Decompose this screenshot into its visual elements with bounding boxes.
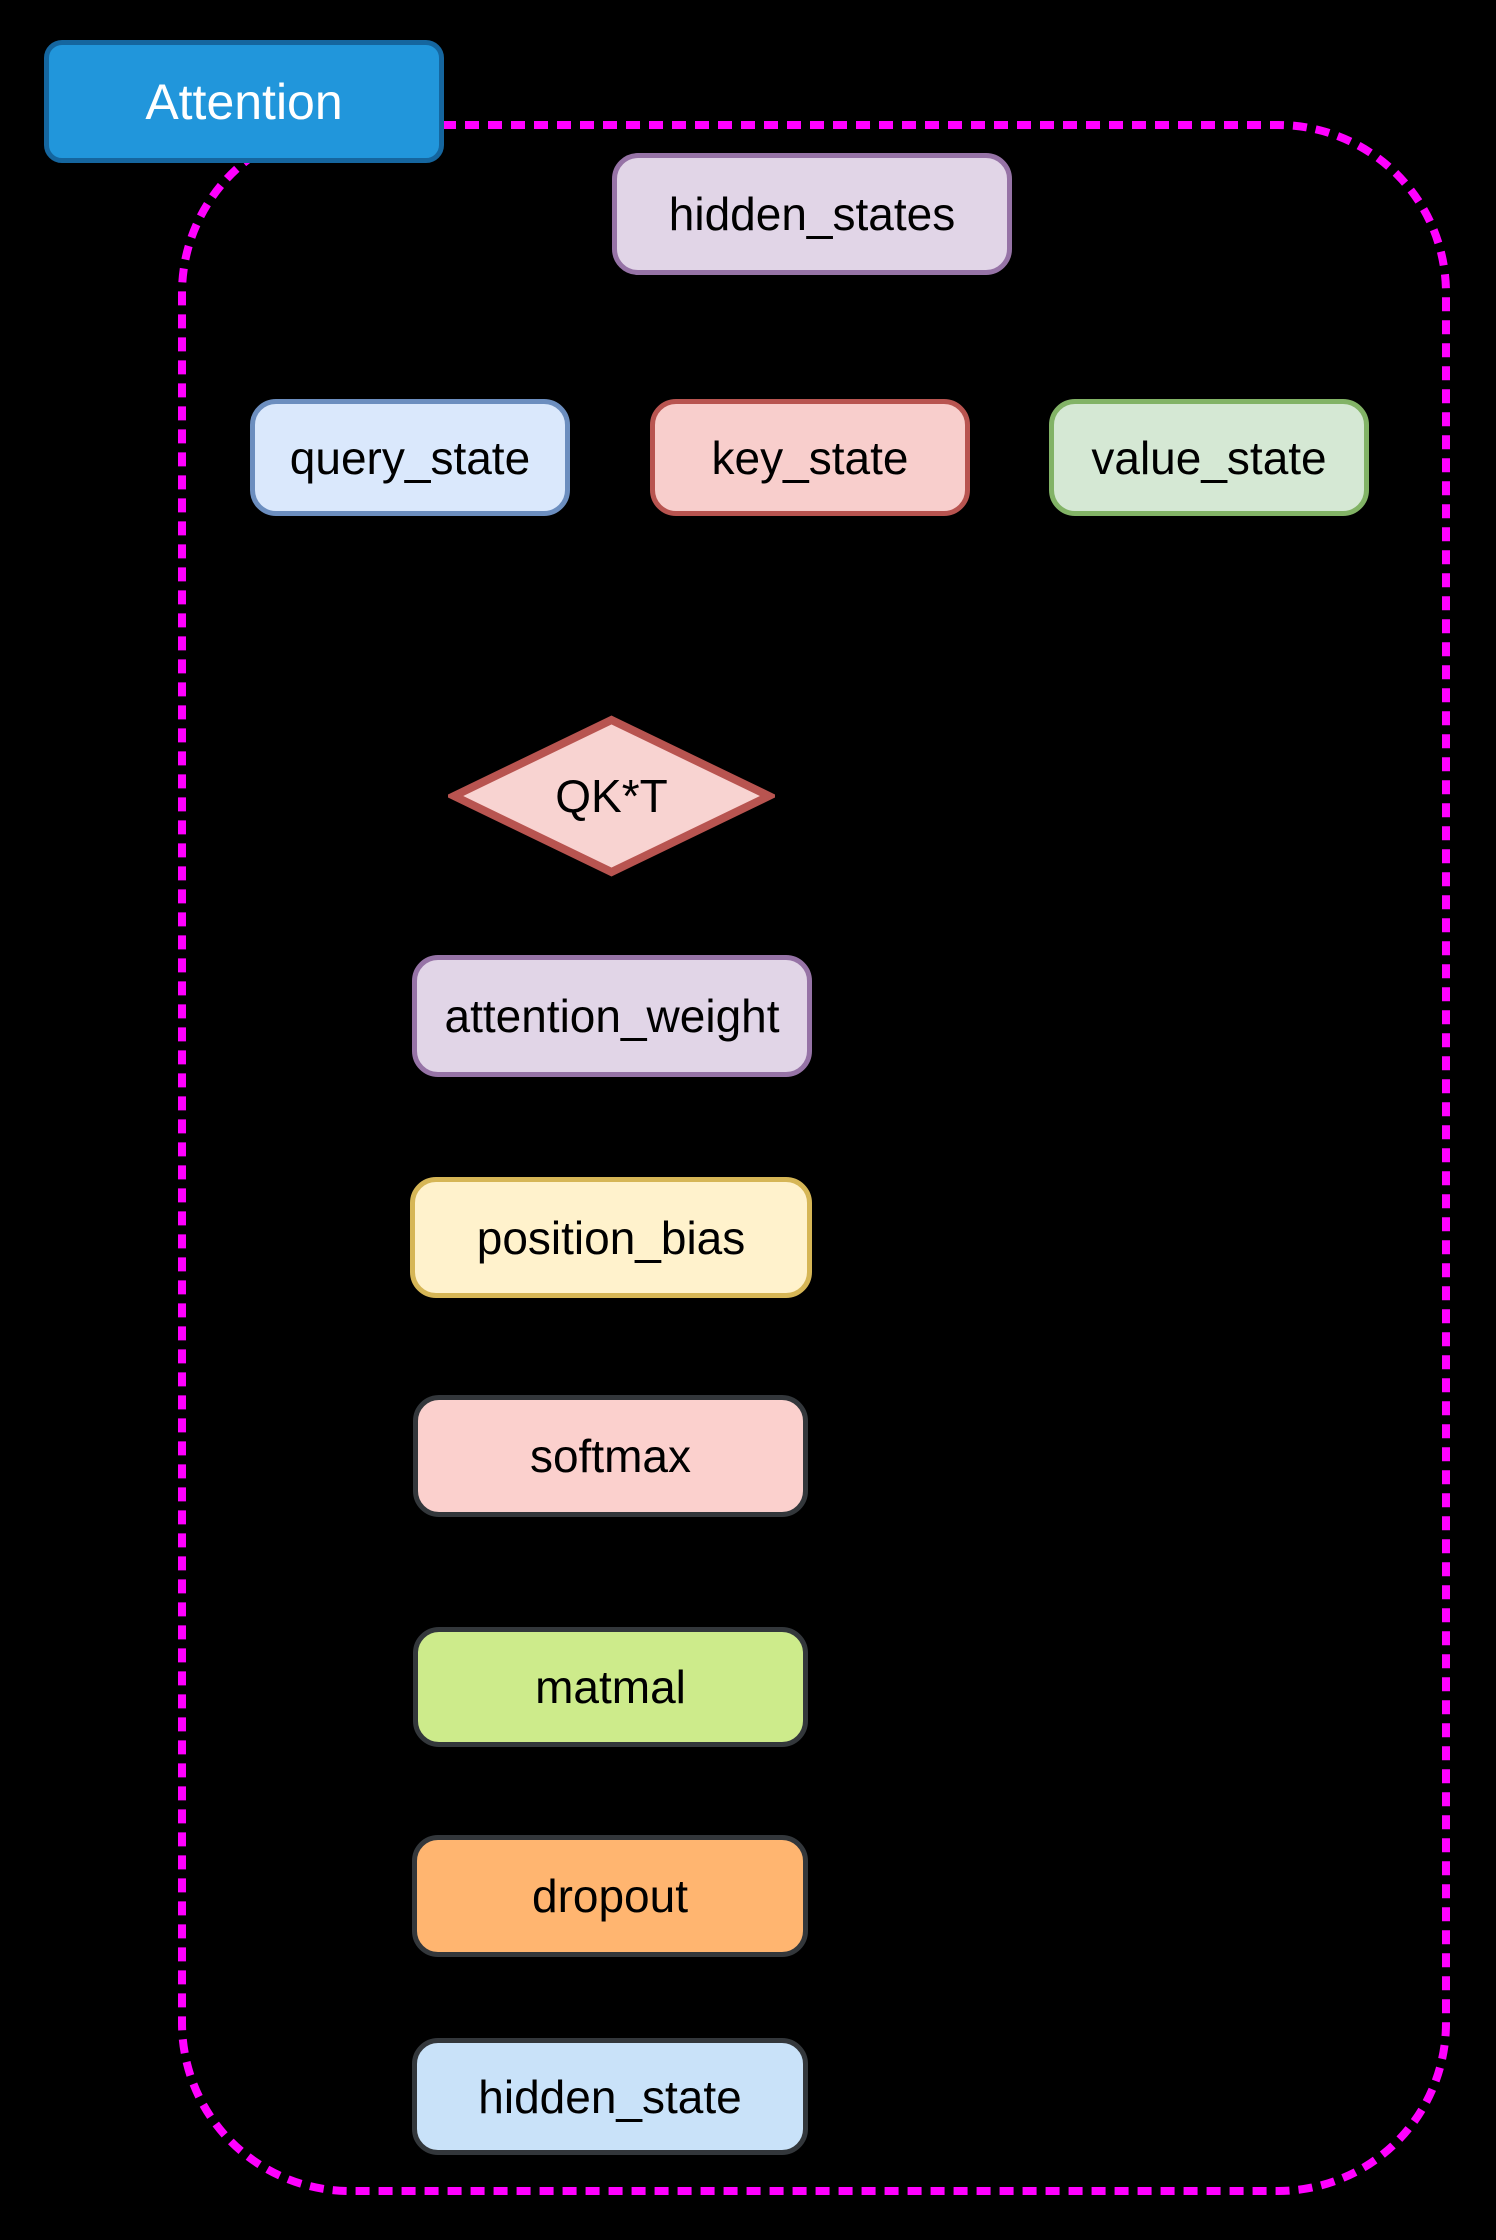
node-hidden-state[interactable]: hidden_state: [412, 2038, 808, 2155]
node-softmax[interactable]: softmax: [413, 1395, 808, 1517]
node-hidden-state-label: hidden_state: [478, 2070, 742, 2123]
node-hidden-states-label: hidden_states: [668, 188, 956, 240]
node-matmal-label: matmal: [535, 1661, 686, 1713]
node-qkt-decision[interactable]: QK*T: [448, 715, 775, 877]
attention-group-title[interactable]: Attention: [44, 40, 444, 163]
node-attention-weight-label: attention_weight: [444, 990, 780, 1042]
node-hidden-states[interactable]: hidden_states: [612, 153, 1012, 275]
node-matmal[interactable]: matmal: [413, 1627, 808, 1747]
attention-group-title-label: Attention: [145, 73, 343, 130]
node-dropout-label: dropout: [531, 1870, 688, 1922]
node-qkt-label: QK*T: [555, 770, 668, 822]
node-key-state[interactable]: key_state: [650, 399, 970, 516]
node-key-state-label: key_state: [711, 431, 909, 484]
node-softmax-label: softmax: [529, 1430, 692, 1482]
attention-group-border: [178, 121, 1450, 2195]
diamond-shape: [448, 715, 775, 877]
node-attention-weight[interactable]: attention_weight: [412, 955, 812, 1077]
node-dropout[interactable]: dropout: [412, 1835, 808, 1957]
node-query-state[interactable]: query_state: [250, 399, 570, 516]
node-value-state-label: value_state: [1091, 431, 1327, 484]
node-value-state[interactable]: value_state: [1049, 399, 1369, 516]
node-position-bias[interactable]: position_bias: [410, 1177, 812, 1298]
node-query-state-label: query_state: [289, 431, 531, 484]
node-position-bias-label: position_bias: [476, 1211, 746, 1264]
